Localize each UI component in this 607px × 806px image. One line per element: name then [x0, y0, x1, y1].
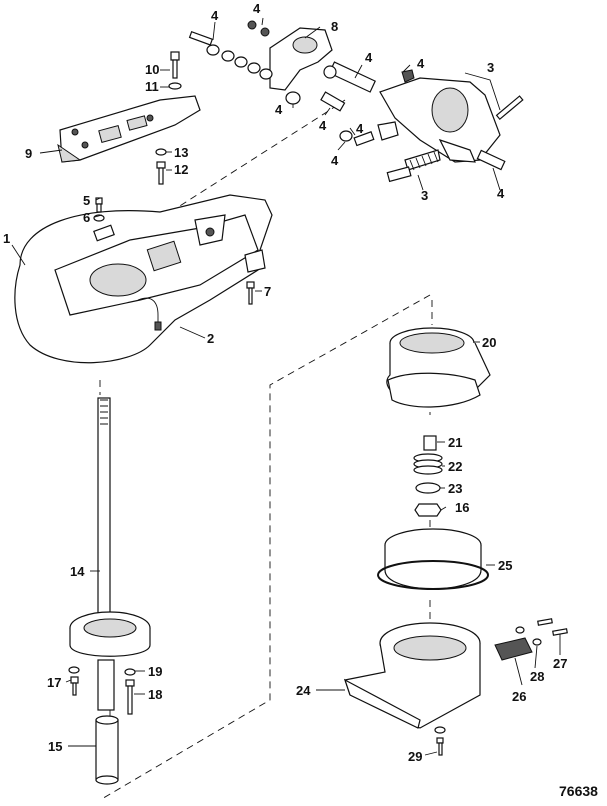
- callout-4: 4: [417, 56, 425, 71]
- callout-19: 19: [148, 664, 162, 679]
- steering-bracket-assembly: [188, 20, 524, 183]
- callout-1: 1: [3, 231, 10, 246]
- wear-ring-part-25: [377, 528, 489, 590]
- callout-4: 4: [497, 186, 505, 201]
- callout-3: 3: [421, 188, 428, 203]
- callout-28: 28: [530, 669, 544, 684]
- callout-4: 4: [319, 118, 327, 133]
- callout-4: 4: [365, 50, 373, 65]
- callout-13: 13: [174, 145, 188, 160]
- callout-20: 20: [482, 335, 496, 350]
- callout-4: 4: [253, 1, 261, 16]
- callout-11: 11: [145, 79, 159, 94]
- callout-21: 21: [448, 435, 462, 450]
- callout-4: 4: [331, 153, 339, 168]
- callout-4: 4: [356, 121, 364, 136]
- callout-29: 29: [408, 749, 422, 764]
- callout-9: 9: [25, 146, 32, 161]
- callout-23: 23: [448, 481, 462, 496]
- intake-housing-part-24: [343, 622, 481, 729]
- callout-15: 15: [48, 739, 62, 754]
- callout-5: 5: [83, 193, 90, 208]
- sleeve-part-15: [95, 719, 119, 781]
- callout-24: 24: [296, 683, 311, 698]
- plate-assembly: [57, 51, 201, 185]
- callout-17: 17: [47, 675, 61, 690]
- leader-lines: [11, 17, 561, 756]
- callout-12: 12: [174, 162, 188, 177]
- callout-2: 2: [207, 331, 214, 346]
- impeller-assembly: [386, 327, 491, 517]
- callout-25: 25: [498, 558, 512, 573]
- callout-labels: 1 2 3 3 4 4 4 4 4 4 4 4 4 5 6 7 8 9 10 1…: [3, 1, 598, 799]
- drive-shaft-part-14: [97, 397, 111, 624]
- figure-number: 76638: [559, 783, 598, 799]
- drive-shaft-assembly: [68, 397, 151, 785]
- callout-6: 6: [83, 210, 90, 225]
- callout-14: 14: [70, 564, 85, 579]
- guard-plate-assembly: [434, 618, 568, 756]
- callout-10: 10: [145, 62, 159, 77]
- callout-27: 27: [553, 656, 567, 671]
- callout-16: 16: [455, 500, 469, 515]
- callout-8: 8: [331, 19, 338, 34]
- callout-4: 4: [275, 102, 283, 117]
- callout-7: 7: [264, 284, 271, 299]
- callout-18: 18: [148, 687, 162, 702]
- callout-26: 26: [512, 689, 526, 704]
- main-housing-part-1: [14, 194, 273, 364]
- callout-22: 22: [448, 459, 462, 474]
- callout-4: 4: [211, 8, 219, 23]
- callout-3: 3: [487, 60, 494, 75]
